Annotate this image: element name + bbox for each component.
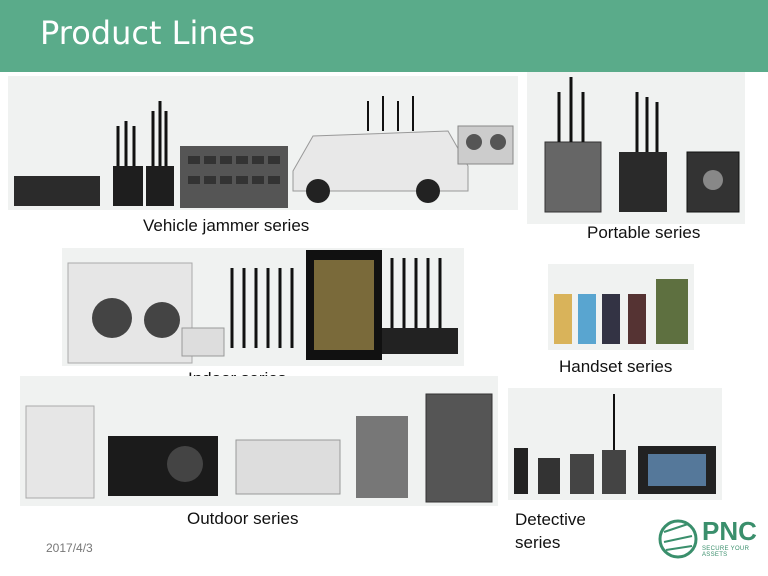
outdoor-products [25,393,493,503]
indoor-products [67,250,458,364]
slide-header: Product Lines [0,0,768,72]
outdoor-image [20,376,498,506]
indoor-image [62,248,464,366]
detective-image [508,388,722,500]
vehicle-jammer-products [14,96,514,208]
outdoor-caption: Outdoor series [187,509,299,528]
handset-products [554,279,688,344]
detective-caption: Detective series [515,510,586,552]
circuit-globe-icon [658,519,698,559]
logo-brand: PNC [702,516,757,546]
vehicle-jammer-caption: Vehicle jammer series [143,216,310,235]
slide-title: Product Lines [40,14,256,52]
handset-image [548,264,694,350]
portable-caption: Portable series [587,223,701,242]
portable-image [527,72,745,224]
logo-tagline: SECURE YOUR ASSETS [702,546,750,558]
handset-caption: Handset series [559,357,673,376]
detective-products [514,394,716,494]
portable-products [544,77,740,213]
pnc-logo: PNC SECURE YOUR ASSETS [656,510,764,568]
vehicle-jammer-image [8,76,518,210]
slide-date: 2017/4/3 [46,541,93,555]
